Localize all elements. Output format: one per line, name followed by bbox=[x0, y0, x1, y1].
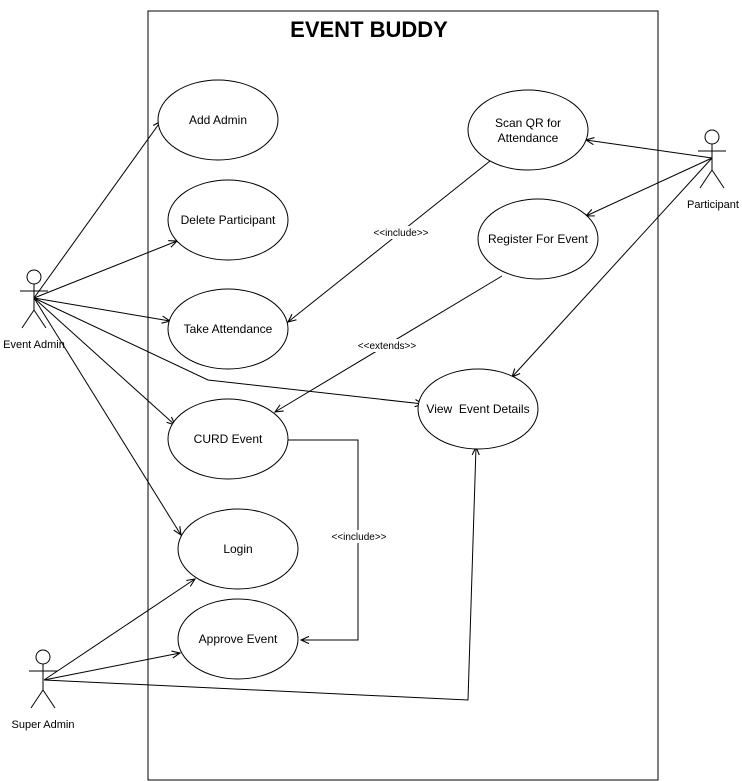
use-case-curd-event: CURD Event bbox=[167, 398, 289, 480]
use-case-label: Approve Event bbox=[199, 632, 278, 646]
system-title: EVENT BUDDY bbox=[290, 17, 448, 42]
line-participant-scanqr bbox=[586, 140, 713, 159]
line-participant-register bbox=[586, 157, 713, 216]
actor-participant: Participant bbox=[687, 129, 739, 211]
use-case-label: Take Attendance bbox=[184, 322, 273, 336]
use-case-register-event: Register For Event bbox=[477, 198, 599, 280]
line-superadmin-approve bbox=[43, 653, 180, 681]
use-case-label-line1: Scan QR for bbox=[495, 116, 561, 130]
use-case-add-admin: Add Admin bbox=[157, 79, 279, 161]
line-eventadmin-takeattendance bbox=[33, 297, 170, 321]
line-eventadmin-deleteparticipant bbox=[33, 241, 177, 299]
label-extends-register: <<extends>> bbox=[358, 341, 417, 352]
actor-label: Event Admin bbox=[3, 339, 65, 351]
use-case-take-attendance: Take Attendance bbox=[167, 288, 289, 370]
use-case-view-event-details: View Event Details bbox=[417, 368, 539, 450]
line-participant-viewdetails bbox=[512, 157, 713, 377]
use-case-label-line2: Attendance bbox=[498, 131, 559, 145]
line-include-scan-take bbox=[288, 160, 491, 322]
actor-event-admin: Event Admin bbox=[3, 269, 65, 351]
line-superadmin-login bbox=[43, 579, 195, 681]
actor-label: Super Admin bbox=[12, 719, 75, 731]
line-eventadmin-addadmin bbox=[33, 121, 161, 299]
system-boundary bbox=[147, 10, 659, 781]
line-eventadmin-login bbox=[33, 297, 181, 535]
use-case-label: Login bbox=[223, 542, 252, 556]
actor-head bbox=[26, 269, 42, 285]
line-superadmin-viewdetails bbox=[43, 447, 476, 701]
actor-super-admin: Super Admin bbox=[12, 649, 75, 731]
use-case-label: CURD Event bbox=[194, 432, 263, 446]
line-eventadmin-curdevent bbox=[33, 297, 175, 425]
relation-labels: <<include>> <<extends>> <<include>> bbox=[327, 226, 433, 543]
line-eventadmin-vieweventdetails bbox=[33, 297, 423, 404]
use-case-label: Delete Participant bbox=[181, 213, 276, 227]
use-case-login: Login bbox=[177, 508, 299, 590]
connectors bbox=[33, 121, 713, 701]
use-case-delete-participant: Delete Participant bbox=[167, 179, 289, 261]
use-case-label: Register For Event bbox=[488, 232, 589, 246]
use-case-approve-event: Approve Event bbox=[177, 598, 299, 680]
use-case-label: View Event Details bbox=[426, 402, 529, 416]
actor-head bbox=[704, 129, 720, 145]
use-case-label: Add Admin bbox=[189, 113, 247, 127]
use-case-scan-qr: Scan QR for Attendance bbox=[467, 89, 589, 171]
actor-label: Participant bbox=[687, 199, 739, 211]
label-include-curd: <<include>> bbox=[331, 532, 386, 543]
label-include-scan: <<include>> bbox=[373, 228, 428, 239]
actor-head bbox=[35, 649, 51, 665]
